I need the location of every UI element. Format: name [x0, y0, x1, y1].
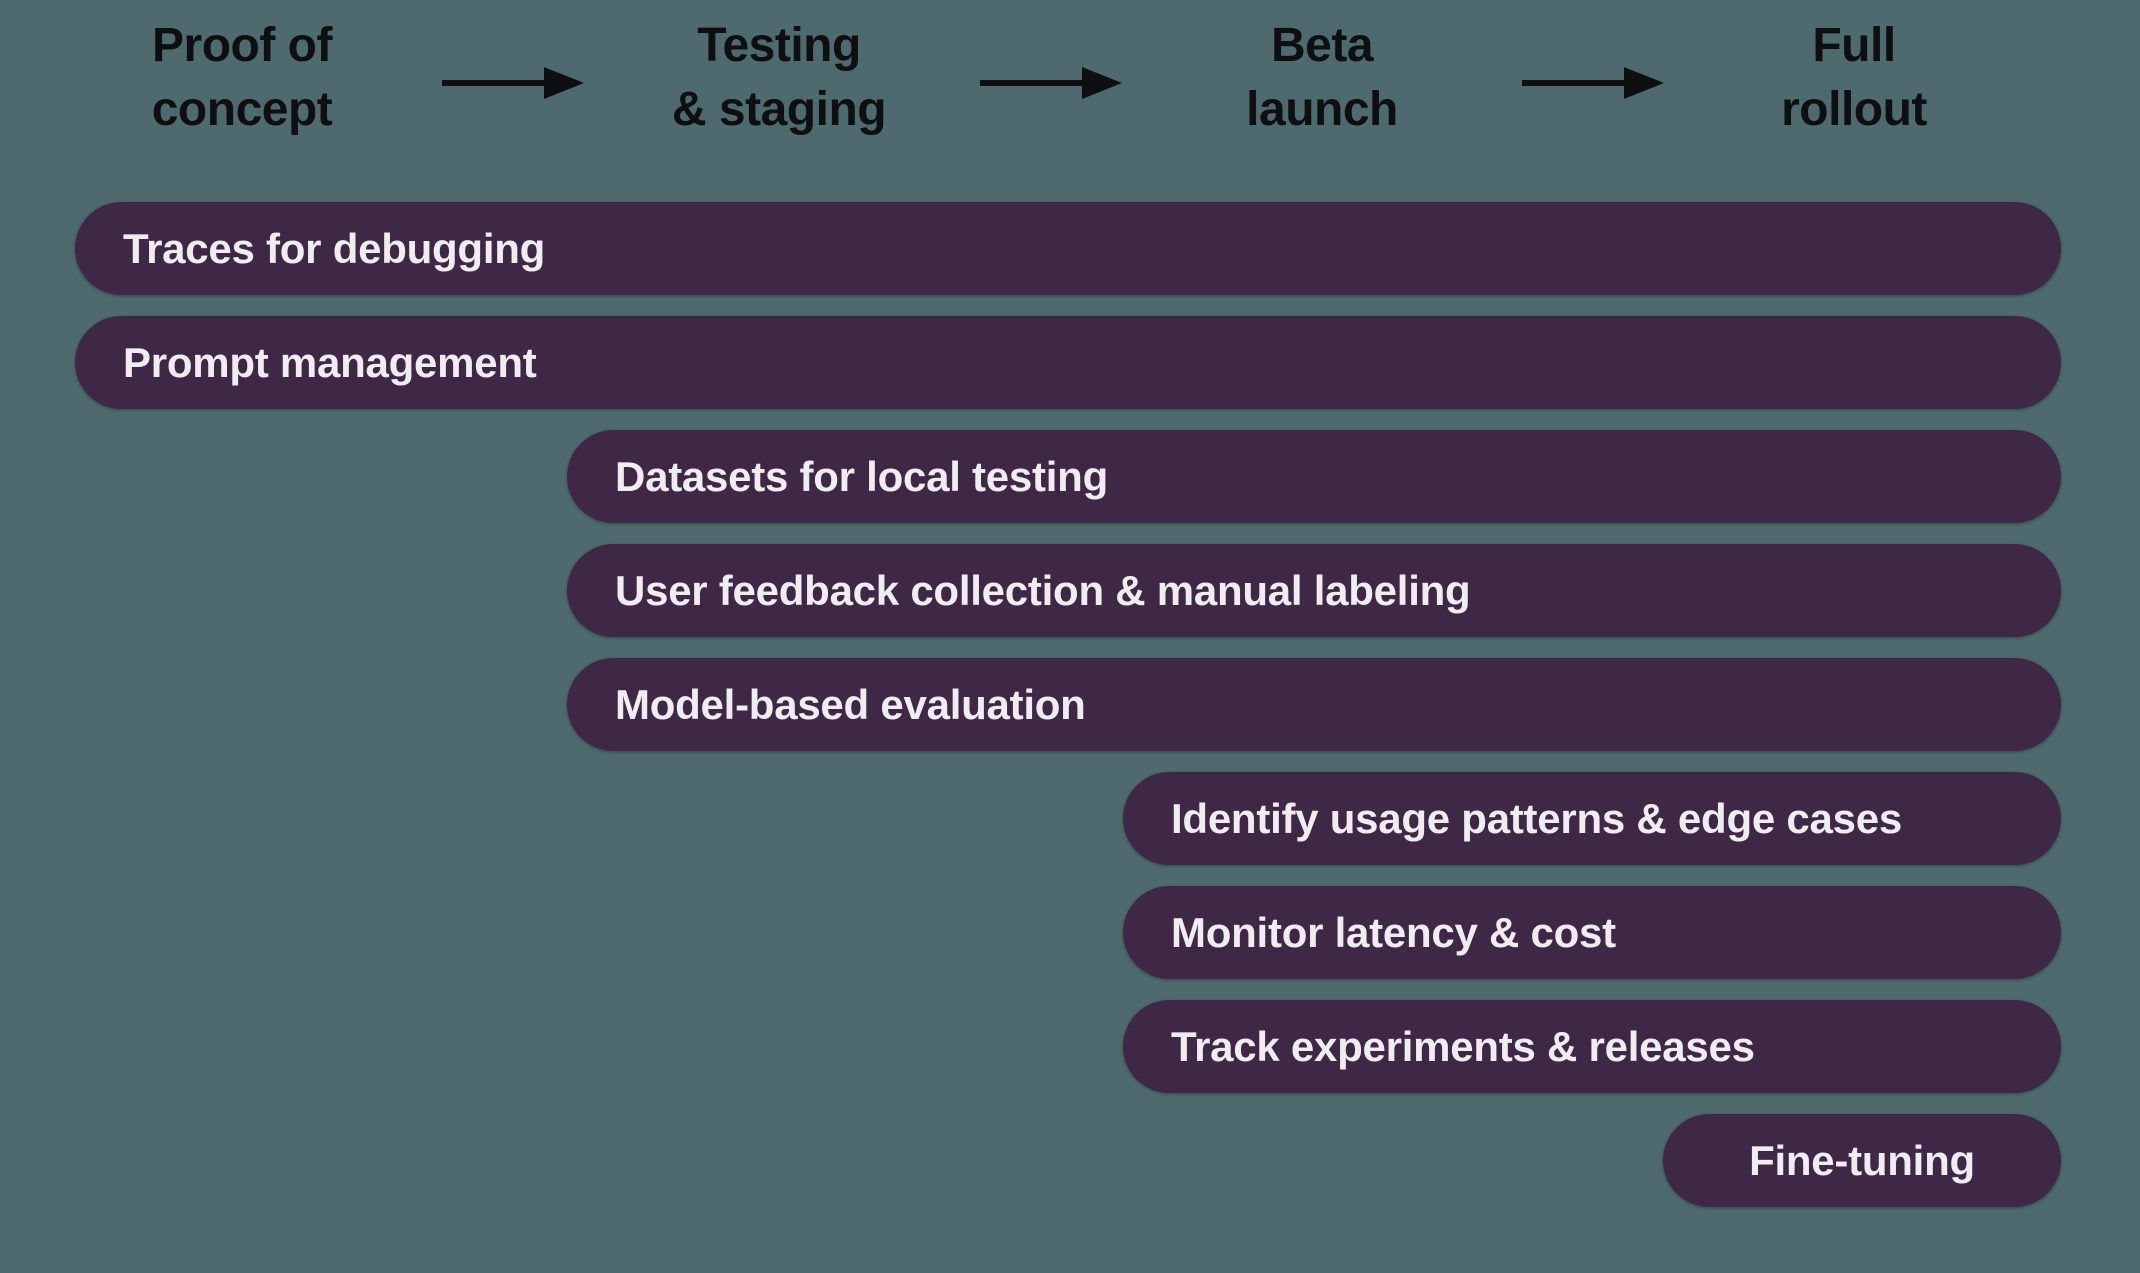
bar-label: Fine-tuning — [1749, 1136, 1975, 1184]
bar-monitor-latency-cost: Monitor latency & cost — [1123, 886, 2061, 979]
bar-label: Traces for debugging — [123, 224, 546, 272]
stage-header-proof-of-concept: Proof of concept — [151, 19, 333, 136]
bar-identify-usage-patterns: Identify usage patterns & edge cases — [1123, 772, 2061, 865]
stage-header-testing-staging: Testing & staging — [671, 19, 887, 136]
arrow-right-icon — [1522, 67, 1664, 99]
bar-datasets-for-local-testing: Datasets for local testing — [567, 430, 2061, 523]
bar-label: Datasets for local testing — [615, 452, 1108, 500]
bar-label: Monitor latency & cost — [1171, 908, 1616, 956]
stage-header-beta-launch: Beta launch — [1246, 19, 1398, 136]
bar-prompt-management: Prompt management — [75, 316, 2061, 409]
bar-label: Track experiments & releases — [1171, 1022, 1755, 1070]
arrow-right-icon — [442, 67, 584, 99]
stage-header-full-rollout: Full rollout — [1781, 19, 1927, 136]
bar-label: User feedback collection & manual labeli… — [615, 566, 1471, 614]
arrow-right-icon — [980, 67, 1122, 99]
bar-fine-tuning: Fine-tuning — [1663, 1114, 2061, 1207]
bar-model-based-evaluation: Model-based evaluation — [567, 658, 2061, 751]
bar-label: Prompt management — [123, 338, 537, 386]
bar-traces-for-debugging: Traces for debugging — [75, 202, 2061, 295]
bar-track-experiments-releases: Track experiments & releases — [1123, 1000, 2061, 1093]
bar-label: Identify usage patterns & edge cases — [1171, 794, 1902, 842]
bar-label: Model-based evaluation — [615, 680, 1086, 728]
bar-user-feedback-collection: User feedback collection & manual labeli… — [567, 544, 2061, 637]
